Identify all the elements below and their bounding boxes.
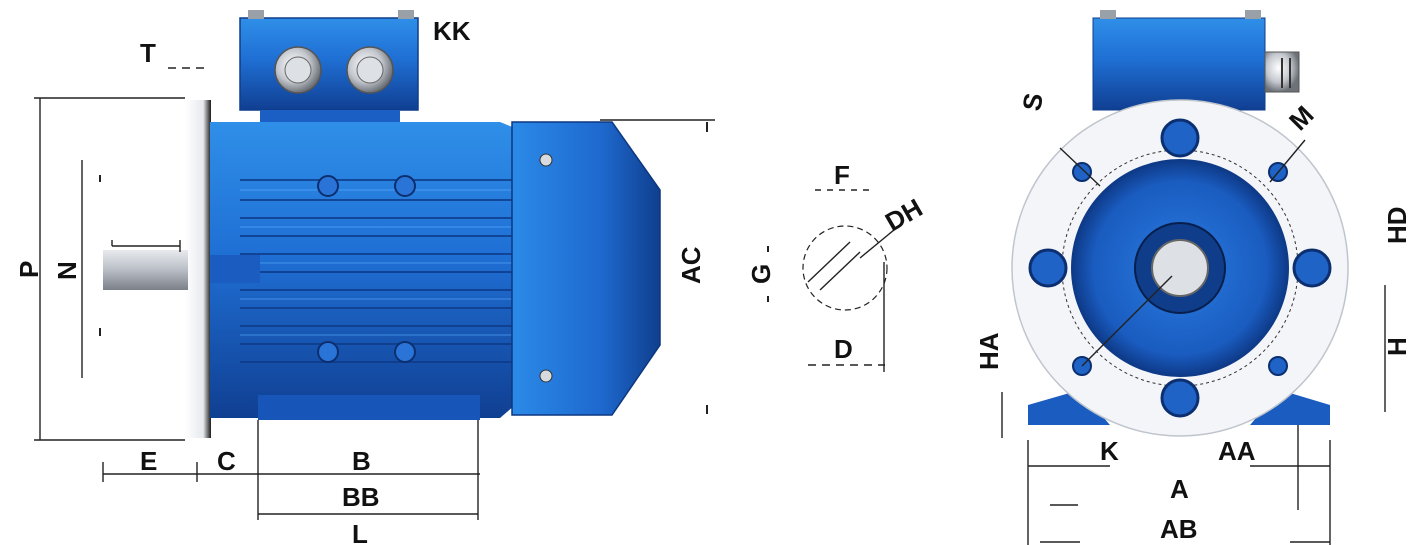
bolt-icon: [1292, 248, 1332, 288]
bolt-icon: [394, 341, 416, 363]
label-AB: AB: [1160, 514, 1198, 544]
label-HD: HD: [1382, 206, 1411, 244]
bolt-icon: [1028, 248, 1068, 288]
bolt-icon: [1160, 118, 1200, 158]
bolt-icon: [317, 341, 339, 363]
label-L: L: [352, 519, 368, 545]
label-BB: BB: [342, 482, 380, 512]
side-dimension-lines: [34, 67, 715, 520]
label-G: G: [746, 264, 776, 284]
label-S: S: [1016, 91, 1049, 113]
bolt-icon: [1268, 356, 1288, 376]
label-DH: DH: [880, 192, 928, 237]
front-view: S M HD HA H K AA A AB: [974, 10, 1411, 545]
motor-body: [210, 122, 515, 420]
label-N: N: [52, 261, 82, 280]
flange-plate: [185, 100, 211, 438]
terminal-box: [239, 10, 419, 132]
shaft-detail: F G DH D: [746, 160, 928, 372]
shaft: [103, 250, 188, 290]
label-AA: AA: [1218, 436, 1256, 466]
shaft-key-icon: [111, 240, 181, 252]
label-HA: HA: [974, 332, 1004, 370]
terminal-box-front: [1092, 17, 1266, 111]
label-E: E: [140, 446, 157, 476]
front-dimension-lines: [1001, 139, 1386, 545]
cable-gland-icon: [346, 46, 394, 94]
label-D: D: [834, 334, 853, 364]
label-T: T: [140, 38, 156, 68]
label-P: P: [14, 261, 44, 278]
bolt-icon: [317, 175, 339, 197]
label-B: B: [352, 446, 371, 476]
label-H: H: [1382, 337, 1411, 356]
label-C: C: [217, 446, 236, 476]
label-AC: AC: [676, 246, 706, 284]
bolt-icon: [394, 175, 416, 197]
label-K: K: [1100, 436, 1119, 466]
fan-cover: [511, 121, 661, 416]
label-KK: KK: [433, 16, 471, 46]
cable-gland-icon: [1264, 51, 1300, 93]
bolt-icon: [1072, 162, 1092, 182]
side-view: T KK P N AC E C B BB L: [14, 10, 715, 545]
bolt-icon: [1160, 378, 1200, 418]
label-M: M: [1283, 100, 1320, 137]
label-F: F: [834, 160, 850, 190]
cable-gland-icon: [274, 46, 322, 94]
label-A: A: [1170, 474, 1189, 504]
